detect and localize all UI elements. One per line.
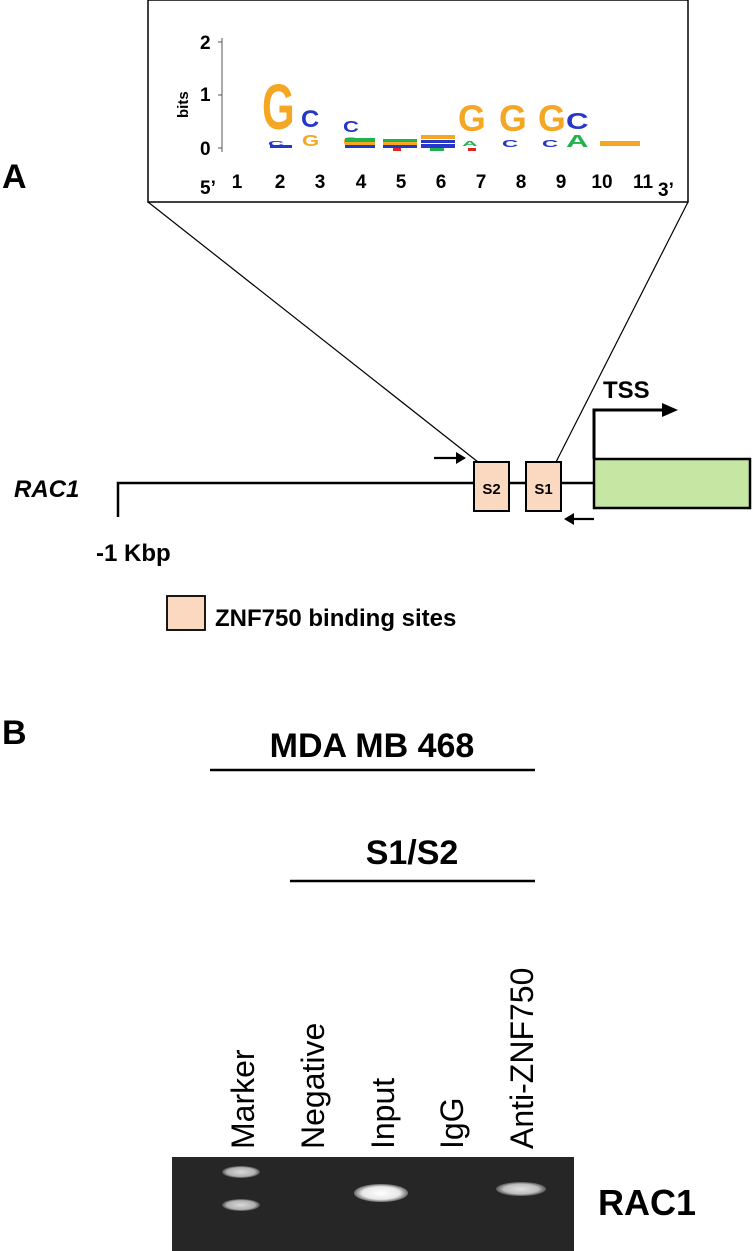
logo-position-label: 6: [436, 172, 447, 193]
promoter-line: [116, 481, 474, 517]
logo-position-label: 1: [232, 172, 243, 193]
lane-label-anti-znf750: Anti-ZNF750: [504, 968, 540, 1149]
logo-residual: [345, 138, 375, 142]
binding-site-s1-label: S1: [534, 481, 552, 498]
logo-y-tick-label: 1: [200, 85, 211, 106]
gel-band-label: RAC1: [598, 1182, 696, 1223]
lane-label-negative: Negative: [295, 1023, 331, 1149]
logo-position-label: 7: [476, 172, 487, 193]
logo-residual: [430, 148, 444, 151]
exon-box: [592, 457, 752, 510]
logo-letter: C: [268, 140, 284, 148]
gel-image: [172, 1157, 574, 1251]
logo-residual: [600, 141, 640, 146]
panel-b-label: B: [2, 714, 27, 752]
gel-band-input: [354, 1184, 408, 1202]
legend: ZNF750 binding sites: [166, 595, 456, 632]
legend-swatch: [166, 595, 206, 631]
logo-letter: C: [566, 108, 589, 134]
logo-position-label: 3: [315, 172, 326, 193]
gene-schematic: S2 S1 TSS RAC1 -1 Kbp: [14, 377, 752, 567]
logo-letter: G: [458, 97, 486, 139]
reverse-primer-arrowhead: [564, 513, 574, 525]
binding-site-s2: [473, 461, 510, 512]
gel-band-marker: [222, 1199, 260, 1211]
logo-letters: G C C G C G G A G C G C C A: [262, 72, 640, 151]
logo-residual: [421, 135, 455, 139]
logo-residual: [345, 142, 375, 145]
tss-arrowhead: [662, 403, 678, 417]
tss-label: TSS: [603, 377, 650, 404]
logo-residual: [383, 142, 417, 145]
logo-letter: G: [302, 133, 319, 150]
logo-residual: [383, 145, 417, 148]
logo-letter: A: [566, 131, 589, 151]
cell-line-label: MDA MB 468: [270, 727, 475, 765]
logo-position-label: 11: [633, 172, 654, 193]
logo-y-axis-label: bits: [175, 91, 192, 118]
logo-letter: C: [301, 107, 319, 133]
logo-letter: C: [542, 138, 558, 149]
logo-residual: [393, 148, 401, 151]
lane-label-marker: Marker: [225, 1049, 261, 1149]
logo-residual: [468, 148, 476, 151]
panel-a-label: A: [2, 158, 27, 196]
logo-residual: [421, 144, 455, 148]
forward-primer-arrowhead: [456, 452, 466, 464]
logo-position-label: 8: [516, 172, 527, 193]
logo-letter: C: [343, 119, 359, 136]
logo-3-prime-label: 3’: [658, 180, 674, 201]
region-label: S1/S2: [366, 834, 459, 872]
logo-letter: G: [538, 97, 566, 139]
logo-letter: C: [502, 138, 518, 149]
lane-label-igg: IgG: [434, 1097, 470, 1149]
logo-position-label: 2: [275, 172, 286, 193]
logo-y-tick-label: 0: [200, 139, 211, 160]
gel-band-marker: [222, 1166, 260, 1178]
logo-letter: A: [462, 140, 478, 148]
logo-position-label: 9: [556, 172, 567, 193]
sequence-logo: 2 1 0 bits 5’ 1 2 3 4 5 6 7 8 9 10 11 3’…: [147, 0, 689, 203]
lane-label-input: Input: [365, 1078, 401, 1149]
binding-site-s1: [525, 461, 562, 512]
logo-position-label: 10: [591, 172, 612, 193]
logo-residual: [383, 139, 417, 142]
zoom-line-right: [555, 201, 689, 463]
logo-y-tick-label: 2: [200, 33, 211, 54]
logo-residual: [421, 140, 455, 143]
logo-residual: [270, 145, 292, 148]
zoom-line-left: [147, 201, 479, 463]
tss-arrow-line: [592, 408, 666, 459]
logo-residual: [345, 145, 375, 148]
logo-position-label: 4: [356, 172, 367, 193]
logo-letter: G: [499, 97, 527, 139]
binding-site-s2-label: S2: [482, 481, 500, 498]
gene-label: RAC1: [14, 476, 79, 503]
distance-label: -1 Kbp: [96, 540, 171, 567]
logo-letter: G: [262, 72, 295, 143]
gel-band-anti-znf750: [496, 1182, 546, 1196]
logo-frame: [147, 0, 689, 203]
logo-position-label: 5: [396, 172, 407, 193]
logo-5-prime-label: 5’: [200, 178, 216, 199]
legend-label: ZNF750 binding sites: [215, 605, 456, 632]
